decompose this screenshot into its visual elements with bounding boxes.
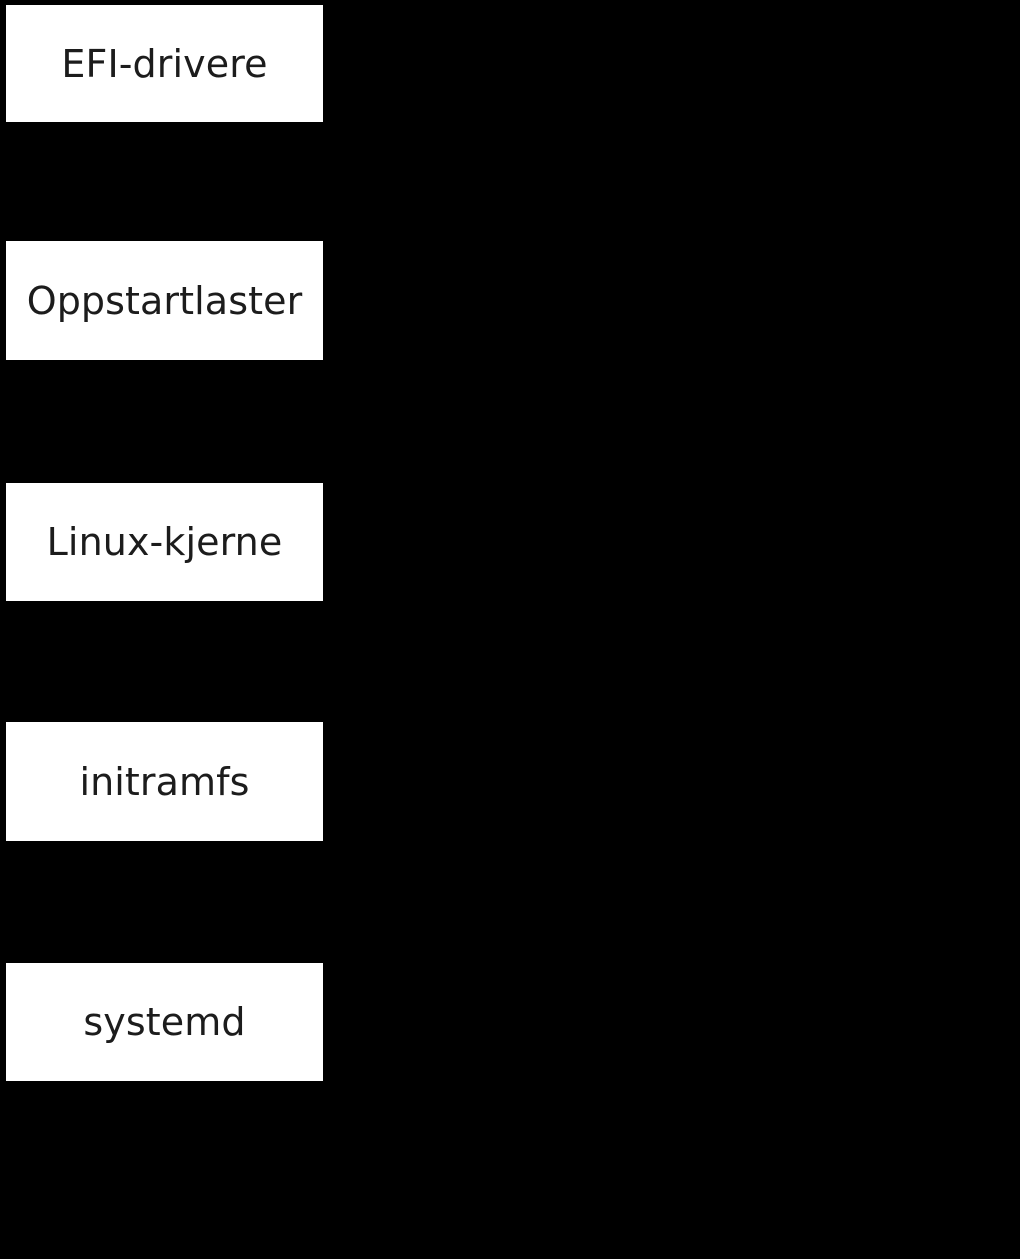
stage-label: EFI-drivere <box>61 41 268 86</box>
stage-label: Linux-kjerne <box>46 520 283 564</box>
stage-label: systemd <box>83 1000 246 1044</box>
stage-box[interactable]: systemd <box>6 963 323 1081</box>
stage-label: initramfs <box>79 759 250 804</box>
stage-box[interactable]: EFI-drivere <box>6 5 323 122</box>
stage-box[interactable]: Linux-kjerne <box>6 483 323 601</box>
stage-label: Oppstartlaster <box>26 278 303 323</box>
stage-box[interactable]: initramfs <box>6 722 323 841</box>
stage-box[interactable]: Oppstartlaster <box>6 241 323 360</box>
